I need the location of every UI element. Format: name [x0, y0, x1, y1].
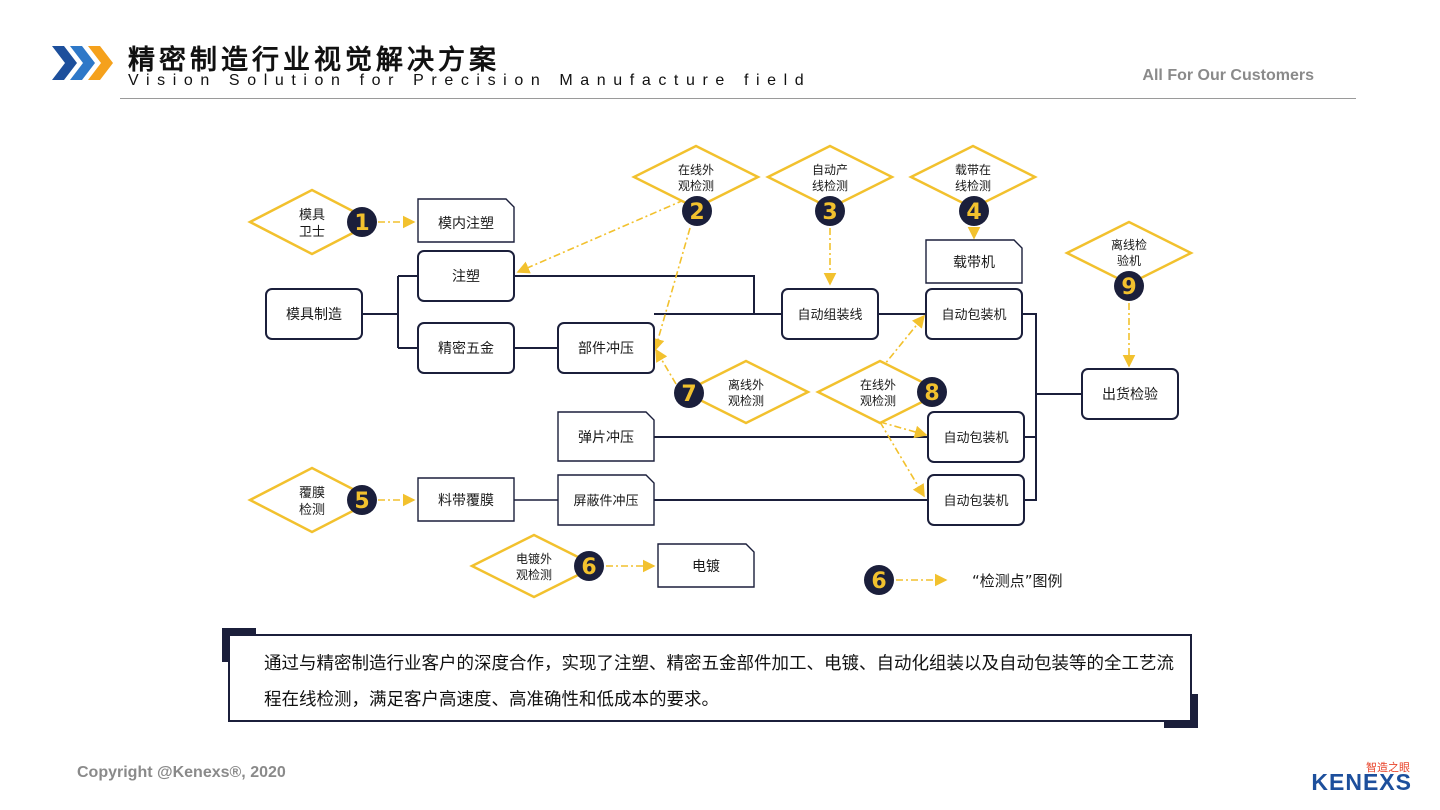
node-shipping-inspection — [1081, 368, 1179, 420]
detection-arrows — [378, 199, 1136, 587]
label-precision-hardware: 精密五金 — [438, 340, 494, 357]
node-in-mold-injection — [417, 198, 515, 243]
inspection-point-7-number: 7 — [681, 382, 696, 407]
inspection-point-7-line1: 离线外 — [728, 377, 764, 392]
inspection-point-9: 离线检 验机 9 — [1064, 220, 1194, 301]
inspection-point-1-line1: 模具 — [299, 208, 325, 223]
inspection-point-8-number: 8 — [924, 381, 939, 406]
legend: 6 “检测点”图例 — [864, 565, 1063, 595]
inspection-point-3-line1: 自动产 — [812, 163, 848, 177]
label-tape-lamination: 料带覆膜 — [438, 493, 494, 509]
summary-text: 通过与精密制造行业客户的深度合作，实现了注塑、精密五金部件加工、电镀、自动化组装… — [264, 654, 1174, 710]
label-shield-stamping: 屏蔽件冲压 — [573, 494, 638, 509]
node-spring-stamping — [557, 411, 655, 462]
page-title: 精密制造行业视觉解决方案 — [128, 45, 500, 76]
inspection-point-8: 在线外 观检测 8 — [815, 359, 947, 425]
inspection-point-5-line1: 覆膜 — [299, 486, 325, 501]
inspection-point-4-line2: 线检测 — [955, 178, 991, 193]
inspection-point-8-line1: 在线外 — [860, 378, 896, 392]
inspection-point-3-number: 3 — [822, 200, 837, 225]
node-auto-packaging-1 — [925, 288, 1023, 340]
node-auto-packaging-3 — [927, 474, 1025, 526]
node-carrier-tape-machine — [925, 239, 1023, 284]
inspection-point-1-number: 1 — [354, 211, 369, 236]
label-auto-packaging-3: 自动包装机 — [943, 494, 1008, 509]
node-injection-molding — [417, 250, 515, 302]
summary-box — [228, 634, 1192, 722]
inspection-point-7: 离线外 观检测 7 — [674, 359, 811, 425]
label-spring-stamping: 弹片冲压 — [578, 430, 634, 446]
inspection-point-2-line2: 观检测 — [678, 178, 714, 193]
legend-number: 6 — [871, 569, 886, 594]
inspection-point-6-line2: 观检测 — [516, 567, 552, 582]
legend-label: “检测点”图例 — [972, 572, 1063, 590]
summary-corner-bottom-right — [1164, 694, 1198, 728]
inspection-point-6-number: 6 — [581, 555, 596, 580]
inspection-point-5: 覆膜 检测 5 — [247, 466, 377, 534]
inspection-point-8-line2: 观检测 — [860, 393, 896, 408]
inspection-point-9-line2: 验机 — [1117, 253, 1141, 268]
node-mold-manufacturing — [265, 288, 363, 340]
node-part-stamping — [557, 322, 655, 374]
logo-chevrons-icon — [52, 46, 113, 80]
inspection-point-5-line2: 检测 — [299, 503, 325, 518]
node-tape-lamination — [417, 477, 515, 522]
inspection-point-1-line2: 卫士 — [299, 225, 325, 240]
label-shipping-inspection: 出货检验 — [1102, 386, 1158, 403]
process-connectors — [362, 275, 1082, 501]
label-auto-packaging-2: 自动包装机 — [943, 431, 1008, 446]
label-auto-packaging-1: 自动包装机 — [941, 308, 1006, 323]
label-injection-molding: 注塑 — [452, 269, 480, 285]
tagline: All For Our Customers — [1142, 67, 1314, 84]
inspection-point-1: 模具 卫士 1 — [247, 188, 377, 256]
node-auto-assembly-line — [781, 288, 879, 340]
label-electroplating: 电镀 — [692, 558, 720, 575]
summary-corner-top-left — [222, 628, 256, 662]
label-auto-assembly-line: 自动组装线 — [797, 308, 862, 323]
inspection-point-2: 在线外 观检测 2 — [631, 144, 761, 226]
inspection-point-3-line2: 线检测 — [812, 178, 848, 193]
page-subtitle: Vision Solution for Precision Manufactur… — [128, 72, 812, 89]
inspection-point-4-line1: 载带在 — [955, 163, 991, 177]
inspection-point-4-number: 4 — [966, 200, 981, 225]
node-electroplating — [657, 543, 755, 588]
node-shield-stamping — [557, 474, 655, 526]
inspection-point-5-number: 5 — [354, 489, 369, 514]
brand-logo: KENEXS — [1311, 769, 1412, 795]
label-mold-manufacturing: 模具制造 — [286, 307, 342, 323]
header-divider — [120, 98, 1356, 99]
copyright: Copyright @Kenexs®, 2020 — [77, 764, 286, 781]
inspection-point-4: 载带在 线检测 4 — [908, 144, 1038, 226]
node-auto-packaging-2 — [927, 411, 1025, 463]
brand-tagline-cn: 智造之眼 — [1366, 761, 1410, 774]
inspection-point-9-number: 9 — [1121, 275, 1136, 300]
inspection-point-6: 电镀外 观检测 6 — [469, 533, 604, 599]
process-flow-diagram: 模具制造 模内注塑 注塑 精密五金 部件冲压 自动组装线 载带机 自动包装机 自… — [247, 144, 1194, 599]
label-in-mold-injection: 模内注塑 — [438, 216, 494, 232]
inspection-point-7-line2: 观检测 — [728, 393, 764, 408]
inspection-point-2-number: 2 — [689, 200, 704, 225]
label-part-stamping: 部件冲压 — [578, 341, 634, 357]
inspection-point-2-line1: 在线外 — [678, 163, 714, 177]
inspection-point-9-line1: 离线检 — [1111, 237, 1147, 252]
node-precision-hardware — [417, 322, 515, 374]
inspection-point-6-line1: 电镀外 — [516, 552, 552, 566]
inspection-point-3: 自动产 线检测 3 — [765, 144, 895, 226]
label-carrier-tape-machine: 载带机 — [953, 255, 995, 271]
